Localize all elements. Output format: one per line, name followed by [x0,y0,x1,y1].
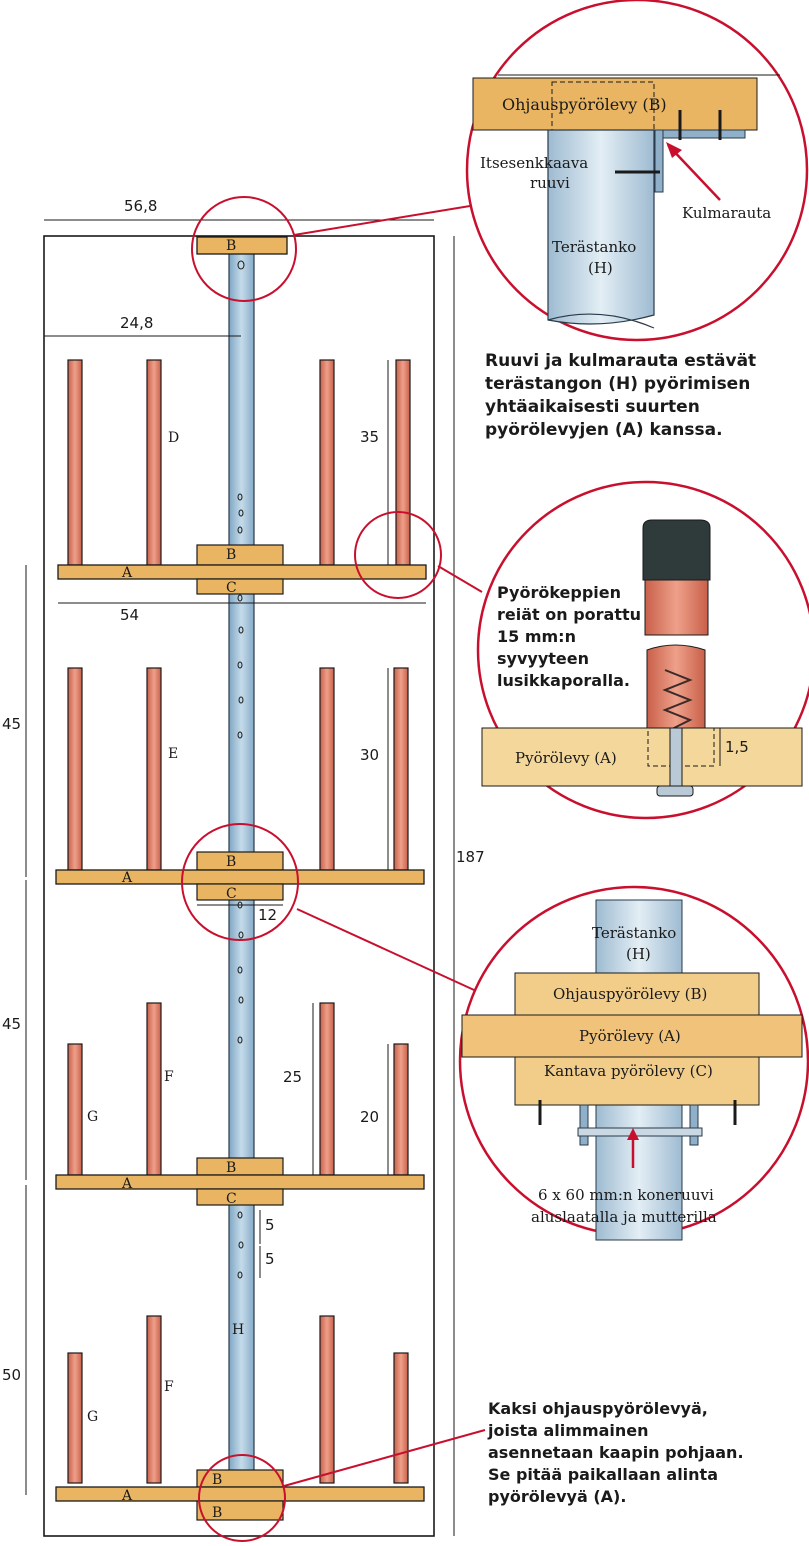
dim-hole-step-1: 5 [265,1216,275,1234]
detail-bottom-plate-c: Kantava pyörölevy (C) [544,1062,713,1080]
dim-top-width: 56,8 [124,197,157,215]
svg-text:A: A [121,1488,133,1504]
detail-bottom-rod-line1: Terästanko [592,924,676,942]
detail-mid-depth: 1,5 [725,738,749,756]
dim-shelf-width: 54 [120,606,139,624]
svg-text:C: C [226,580,237,596]
svg-text:F: F [164,1379,174,1395]
detail-bottom: Terästanko (H) Ohjauspyörölevy (B) Pyörö… [458,885,809,1241]
detail-top-rod-line2: (H) [588,259,613,277]
shelf-3 [55,1002,425,1206]
detail-top-plate-label: Ohjauspyörölevy (B) [502,95,667,114]
svg-text:G: G [87,1409,98,1425]
svg-text:D: D [168,430,179,446]
dim-gap-3: 50 [2,1366,21,1384]
svg-text:B: B [226,854,236,870]
note-top: Ruuvi ja kulmarauta estävät terästangon … [485,351,757,440]
cabinet-drawing: B [2,197,485,1537]
note-bottom: Kaksi ohjauspyörölevyä, joista alimmaine… [488,1399,744,1506]
dim-hub: 12 [258,906,277,924]
dim-dowel-f: 25 [283,1068,302,1086]
detail-top: Ohjauspyörölevy (B) Itsesenkkaava ruuvi … [465,0,809,342]
svg-text:B: B [226,547,236,563]
cabinet-outline [43,235,435,1537]
svg-text:B: B [212,1472,222,1488]
detail-bottom-rod-line2: (H) [626,945,651,963]
detail-bottom-bolt-line1: 6 x 60 mm:n koneruuvi [538,1186,714,1204]
detail-mid-text: Pyörökeppien reiät on porattu 15 mm:n sy… [497,583,642,690]
part-letters: B A C D B A C E B A C F G H B A B F G [87,430,244,1521]
detail-top-rod-line1: Terästanko [552,238,636,256]
dim-dowel-e: 30 [360,746,379,764]
svg-text:B: B [226,1160,236,1176]
detail-mid-plate-label: Pyörölevy (A) [515,749,617,767]
top-plate-label: B [226,238,236,254]
dim-total-height: 187 [456,848,485,866]
dim-hole-step-2: 5 [265,1250,275,1268]
dimension-lines [25,219,455,1536]
svg-text:G: G [87,1109,98,1125]
callout-markers [181,196,486,1542]
svg-text:H: H [232,1322,244,1338]
detail-mid: Pyörölevy (A) 1,5 [476,480,809,820]
svg-text:A: A [121,870,133,886]
shelf-4 [55,1315,425,1521]
detail-top-screw-line2: ruuvi [530,174,570,192]
detail-bottom-bolt-line2: aluslaatalla ja mutterilla [531,1208,717,1226]
dim-dowel-d: 35 [360,428,379,446]
rod-holes [237,260,245,1279]
shelf-2 [55,667,425,901]
svg-text:C: C [226,886,237,902]
detail-bottom-plate-a: Pyörölevy (A) [579,1027,681,1045]
svg-text:E: E [168,746,178,762]
top-guide-plate-b [196,236,288,255]
detail-top-screw-line1: Itsesenkkaava [480,154,588,172]
svg-text:B: B [212,1505,222,1521]
detail-bottom-plate-b: Ohjauspyörölevy (B) [553,985,707,1003]
dim-gap-1: 45 [2,715,21,733]
svg-text:C: C [226,1191,237,1207]
svg-text:A: A [121,1176,133,1192]
svg-text:A: A [121,565,133,581]
dim-half-width: 24,8 [120,314,153,332]
dimension-labels: 56,8 24,8 54 187 45 45 50 35 30 25 20 12… [2,197,485,1384]
dim-dowel-g: 20 [360,1108,379,1126]
dim-gap-2: 45 [2,1015,21,1033]
detail-top-bracket-label: Kulmarauta [682,204,771,222]
svg-text:F: F [164,1069,174,1085]
